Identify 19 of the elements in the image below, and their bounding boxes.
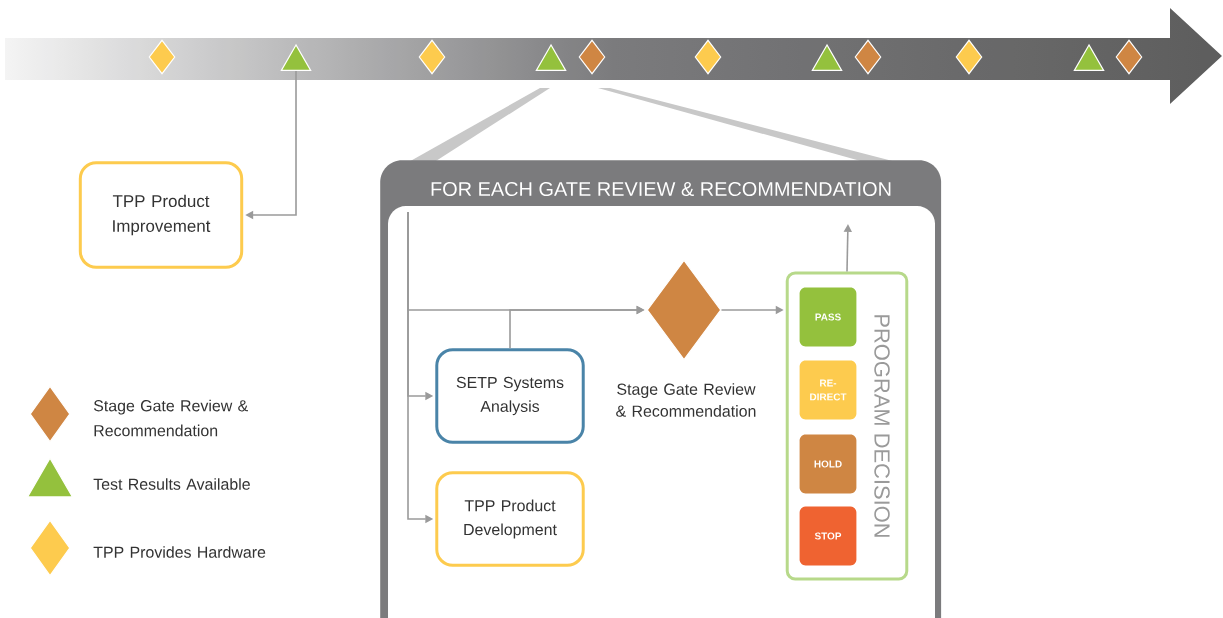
process-box: SETP Systems Analysis [435, 348, 585, 444]
legend-label: TPP Provides Hardware [93, 546, 266, 558]
decision-button: RE-DIRECT [799, 360, 857, 420]
decision-button: PASS [799, 287, 857, 347]
diamond-marker [1115, 39, 1143, 75]
legend-label: Test Results Available [93, 478, 250, 490]
diamond-label: Stage Gate Review & Recommendation [616, 383, 756, 417]
decision-diamond [646, 259, 722, 361]
diamond-marker [694, 39, 722, 75]
decision-button: STOP [799, 506, 857, 566]
diamond-marker [418, 39, 446, 75]
process-box: TPP Product Development [435, 471, 585, 567]
diamond-marker [148, 39, 176, 75]
diamond-marker [854, 39, 882, 75]
decision-button: HOLD [799, 434, 857, 494]
process-box: TPP Product Improvement [78, 161, 244, 269]
diamond-marker [955, 39, 983, 75]
legend-label: Stage Gate Review & Recommendation [93, 399, 248, 437]
diamond-marker [578, 39, 606, 75]
